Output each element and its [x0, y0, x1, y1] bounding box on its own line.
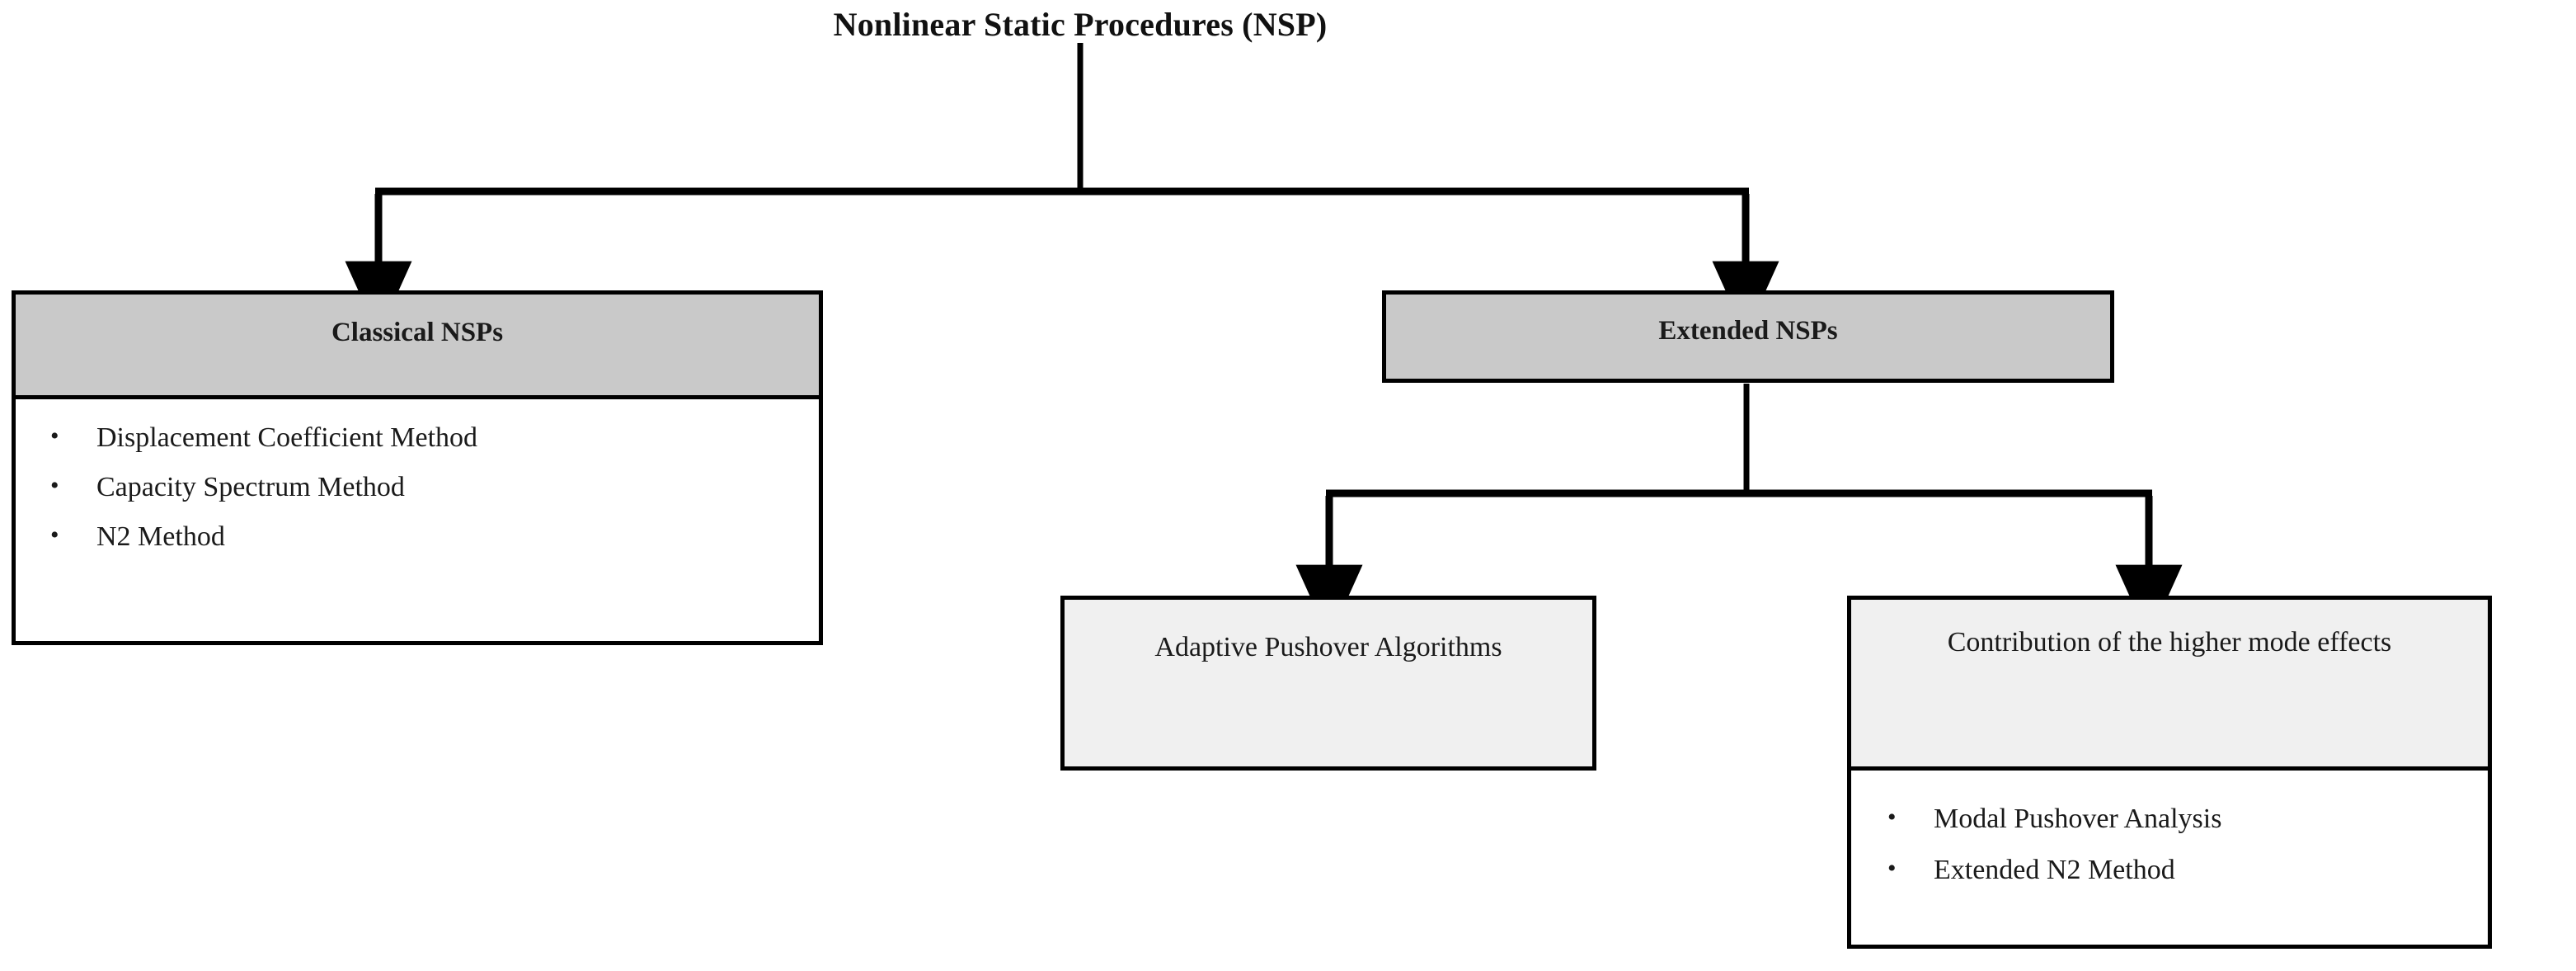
bullet-icon: • — [50, 472, 59, 499]
node-classical-nsps[interactable]: Classical NSPs — [12, 290, 823, 399]
classical-nsps-list: • Displacement Coefficient Method • Capa… — [16, 399, 819, 551]
list-item-label: Displacement Coefficient Method — [96, 422, 478, 453]
connector-extended-tee — [1326, 384, 2152, 497]
list-item: • Capacity Spectrum Method — [50, 474, 819, 502]
list-item-label: N2 Method — [96, 521, 225, 552]
list-item-label: Modal Pushover Analysis — [1934, 804, 2222, 834]
node-classical-nsps-body: • Displacement Coefficient Method • Capa… — [12, 399, 823, 645]
list-item: • N2 Method — [50, 523, 819, 551]
list-item-label: Extended N2 Method — [1934, 855, 2175, 885]
bullet-icon: • — [1887, 804, 1897, 831]
higher-mode-effects-list: • Modal Pushover Analysis • Extended N2 … — [1851, 771, 2488, 884]
list-item: • Modal Pushover Analysis — [1887, 805, 2488, 833]
list-item: • Extended N2 Method — [1887, 856, 2488, 884]
bullet-icon: • — [50, 521, 59, 549]
bullet-icon: • — [1887, 855, 1897, 882]
node-extended-nsps-header: Extended NSPs — [1386, 295, 2110, 379]
node-adaptive-pushover-algorithms[interactable]: Adaptive Pushover Algorithms — [1060, 596, 1596, 771]
node-adaptive-pushover-algorithms-label: Adaptive Pushover Algorithms — [1065, 600, 1592, 766]
list-item-label: Capacity Spectrum Method — [96, 472, 405, 502]
node-higher-mode-effects[interactable]: Contribution of the higher mode effects — [1847, 596, 2492, 771]
bullet-icon: • — [50, 422, 59, 450]
connector-root-tee — [375, 43, 1749, 196]
root-title: Nonlinear Static Procedures (NSP) — [833, 6, 1328, 43]
node-classical-nsps-header: Classical NSPs — [16, 295, 819, 395]
node-higher-mode-effects-header: Contribution of the higher mode effects — [1851, 600, 2488, 766]
node-higher-mode-effects-body: • Modal Pushover Analysis • Extended N2 … — [1847, 771, 2492, 949]
list-item: • Displacement Coefficient Method — [50, 424, 819, 452]
node-extended-nsps[interactable]: Extended NSPs — [1382, 290, 2114, 383]
